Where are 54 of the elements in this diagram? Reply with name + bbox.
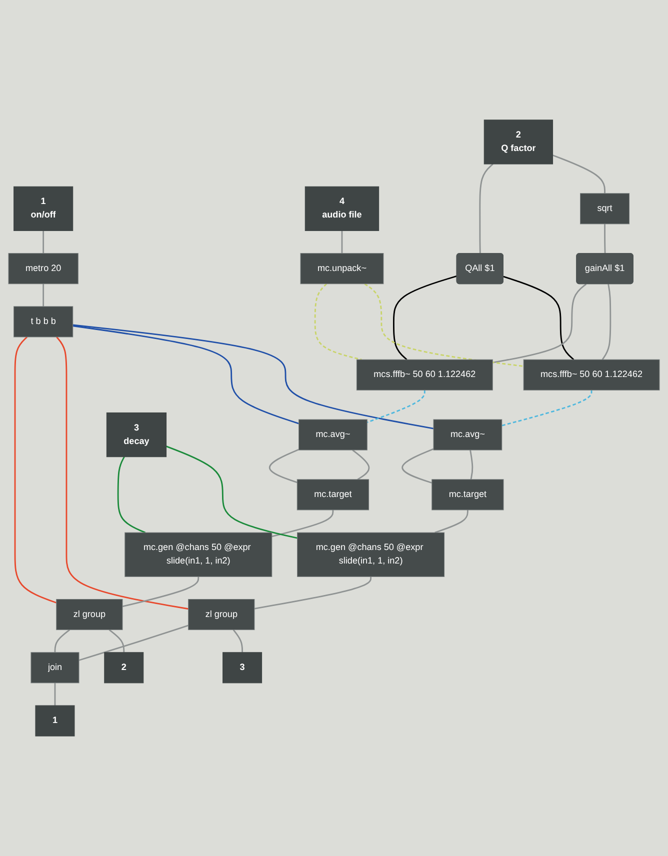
- node-box: metro 20: [8, 253, 78, 284]
- connector: [268, 448, 300, 484]
- connector: [72, 324, 434, 430]
- connector: [42, 230, 44, 254]
- connector: [117, 456, 146, 534]
- connector: [434, 510, 468, 534]
- node-box: 3 decay: [106, 412, 167, 458]
- node-box: 2 Q factor: [484, 120, 554, 164]
- connector: [470, 450, 474, 480]
- node-box: t b b b: [14, 306, 74, 338]
- connector: [479, 164, 494, 254]
- connector: [503, 276, 574, 360]
- connector: [552, 154, 606, 194]
- node-box: 3: [222, 652, 262, 684]
- connector: [254, 576, 372, 610]
- connector: [364, 283, 524, 367]
- node-box: zl group: [188, 599, 255, 630]
- connector: [232, 629, 243, 652]
- connector: [54, 682, 56, 706]
- connector: [402, 448, 434, 484]
- node-box: mc.target: [432, 479, 504, 510]
- connector: [54, 629, 70, 652]
- node-box: 1 on/off: [14, 186, 74, 231]
- connector: [272, 510, 334, 538]
- node-box: mcs.fffb~ 50 60 1.122462: [356, 359, 493, 390]
- node-box: mc.unpack~: [300, 253, 384, 284]
- connector: [56, 336, 188, 610]
- node-box: 2: [104, 652, 144, 684]
- connector: [604, 224, 606, 254]
- connector: [78, 624, 189, 661]
- connector: [602, 284, 612, 360]
- connector: [42, 284, 44, 306]
- connector: [108, 629, 125, 652]
- node-box: join: [30, 652, 80, 684]
- node-box: mc.gen @chans 50 @expr slide(in1, 1, in2): [297, 532, 445, 577]
- node-box: mc.gen @chans 50 @expr slide(in1, 1, in2): [124, 532, 272, 577]
- node-box: mc.avg~: [298, 419, 368, 450]
- node-box: zl group: [56, 599, 123, 630]
- connector: [14, 336, 57, 604]
- node-box: mcs.fffb~ 50 60 1.122462: [523, 359, 660, 390]
- connector: [314, 283, 362, 360]
- connector: [393, 275, 458, 360]
- node-box: 1: [35, 705, 75, 736]
- connector: [341, 230, 343, 254]
- connector: [492, 284, 587, 364]
- connector: [122, 576, 200, 608]
- node-box: sqrt: [580, 193, 630, 224]
- connector: [502, 390, 592, 426]
- node-box: mc.avg~: [433, 419, 502, 450]
- connector: [72, 325, 299, 424]
- node-box: 4 audio file: [304, 186, 380, 231]
- connector: [352, 449, 370, 480]
- node-box: mc.target: [296, 479, 370, 510]
- connector: [166, 446, 298, 539]
